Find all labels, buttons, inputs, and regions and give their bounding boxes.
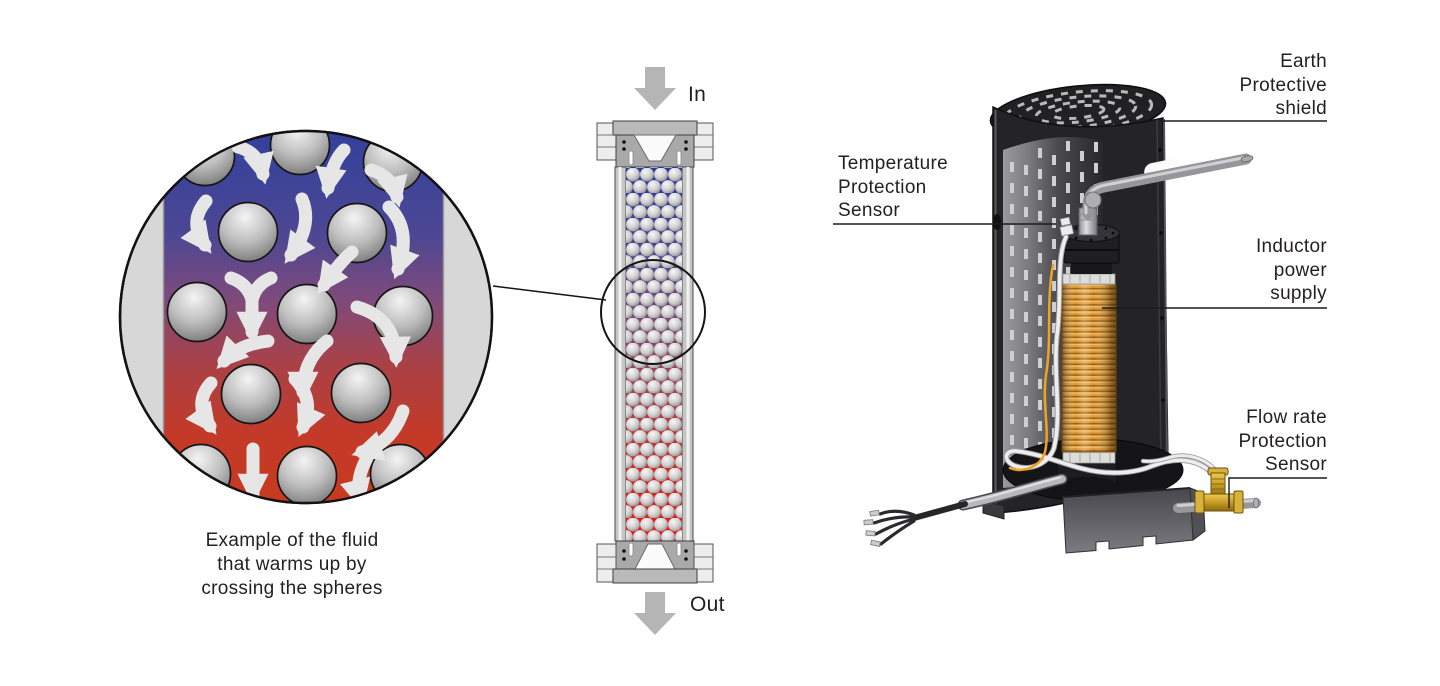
- detail-spheres: [166, 131, 434, 503]
- induction-heater-illustration: [833, 83, 1327, 554]
- temperature-sensor-label: Temperature Protection Sensor: [838, 153, 948, 221]
- stand: [982, 487, 1206, 554]
- flow-arrows: [180, 140, 420, 503]
- power-cable: [863, 473, 1068, 547]
- flow-rate-sensor-label: Flow rate Protection Sensor: [1238, 407, 1327, 475]
- top-flange: [596, 120, 714, 168]
- temperature-sensor: [1059, 216, 1075, 237]
- flow-valve: [1140, 453, 1244, 514]
- inductor-coil: [1056, 203, 1120, 493]
- bottom-flange: [596, 540, 714, 584]
- sensor-cable: [1003, 234, 1215, 476]
- outlet-arrow: [634, 592, 676, 635]
- detail-caption: Example of the fluid that warms up by cr…: [201, 530, 383, 599]
- earth-shield-label: Earth Protective shield: [1239, 51, 1327, 119]
- leader-lines: [833, 120, 1327, 508]
- detail-marker-circle: [600, 259, 706, 365]
- inductor-wire: [1008, 263, 1055, 472]
- leader-flow-sensor: [1228, 477, 1327, 508]
- magnifier-link-line: [492, 285, 607, 301]
- outlet-label: Out: [690, 593, 725, 616]
- top-pipe: [1082, 153, 1254, 220]
- heater-column: [596, 67, 714, 635]
- inductor-power-label: Inductor power supply: [1255, 236, 1327, 304]
- inlet-arrow: [634, 67, 676, 110]
- inlet-label: In: [688, 83, 707, 106]
- shield-rivets: [1158, 148, 1165, 402]
- fluid-detail-circle: [118, 129, 494, 505]
